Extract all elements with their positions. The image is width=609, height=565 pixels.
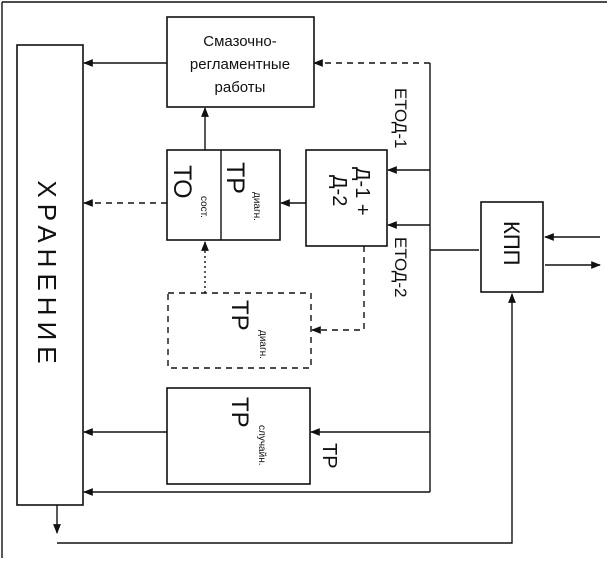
to-tr-block: ТО сост. ТР диагн. [166,149,281,241]
tr-diag-dashed-sub: диагн. [257,330,268,359]
etod1-label: ЕТОД-1 [391,88,410,148]
d1-d2-line-1: Д-1 + [351,167,373,216]
tr-diag-dashed-main: ТР [226,300,253,331]
storage-label: ХРАНЕНИЕ [32,180,62,369]
tr-random-block: ТР случайн. [166,387,311,485]
to-state-sub: сост. [198,196,209,218]
tr-diag-main: ТР [221,162,249,194]
tr-random-sub: случайн. [256,425,267,466]
etod2-label: ЕТОД-2 [391,237,410,297]
tr-random-main: ТР [226,397,253,428]
return-loop-to-kpp [57,293,516,544]
d1-d2-line-2: Д-2 [328,175,350,206]
d-to-tr-diag-dashed [311,246,365,334]
lubrication-line-3: работы [215,79,266,96]
kpp-label: КПП [499,221,524,265]
lubrication-line-2: регламентные [190,56,290,73]
d1-d2-block: Д-1 + Д-2 [305,149,388,247]
kpp-block: КПП [480,201,544,293]
tr-diag-cell: ТР диагн. [221,162,262,221]
to-state-cell: ТО сост. [168,165,209,218]
to-state-main: ТО [168,165,196,199]
storage-block: ХРАНЕНИЕ [16,44,84,506]
lubrication-line-1: Смазочно- [203,33,276,50]
tr-diag-dashed-block: ТР диагн. [167,292,312,369]
tr-diag-sub: диагн. [251,192,262,221]
lubrication-block: Смазочно- регламентные работы [166,16,315,108]
tr-label: ТР [318,443,340,469]
